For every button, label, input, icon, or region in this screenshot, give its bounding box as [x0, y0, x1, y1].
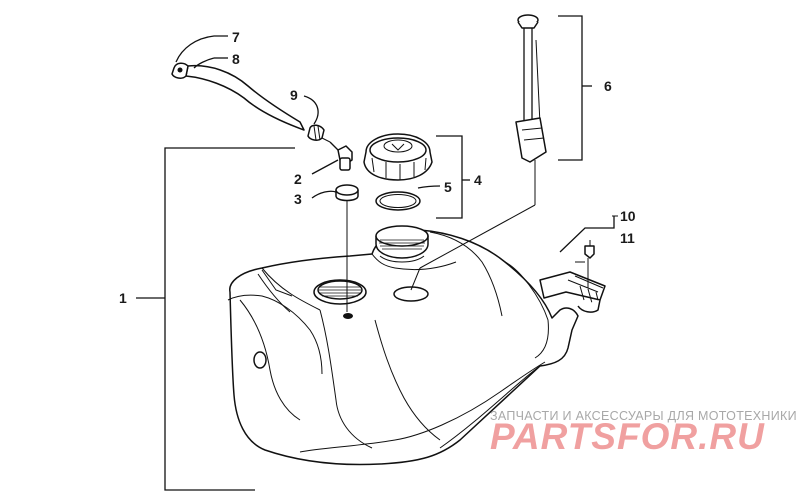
callout-6: 6 — [604, 78, 612, 94]
rivet — [584, 240, 595, 259]
watermark-caption: ЗАПЧАСТИ И АКСЕССУАРЫ ДЛЯ МОТОТЕХНИКИ — [490, 409, 797, 423]
elbow-fitting — [329, 141, 353, 171]
watermark-logo: PARTSFOR.RU — [490, 416, 765, 457]
callout-3: 3 — [294, 191, 302, 207]
callout-9: 9 — [290, 87, 298, 103]
callout-leaders — [175, 35, 441, 199]
assembly-lines — [346, 160, 589, 312]
callout-11: 11 — [620, 230, 635, 246]
callout-8: 8 — [232, 51, 240, 67]
hose-clip — [171, 62, 189, 79]
sender-port — [393, 286, 429, 302]
watermark: ЗАПЧАСТИ И АКСЕССУАРЫ ДЛЯ МОТОТЕХНИКИ PA… — [490, 409, 797, 457]
fuel-tank — [227, 225, 606, 466]
right-filler-neck — [375, 225, 429, 263]
callout-5: 5 — [444, 179, 452, 195]
fuel-cap — [363, 133, 433, 181]
callout-labels: 1 2 3 4 5 6 7 8 9 10 11 — [119, 29, 636, 306]
leader-bracket-10 — [559, 215, 618, 253]
leader-bracket-6 — [558, 15, 592, 161]
leader-bracket-4 — [436, 135, 470, 219]
cap-gasket — [375, 191, 421, 211]
grommet — [335, 184, 359, 202]
fuel-gauge-sender — [515, 14, 547, 163]
leader-bracket-1 — [136, 147, 295, 491]
hose-clamp — [307, 124, 331, 143]
tank-bracket — [539, 271, 606, 313]
vent-hose — [185, 64, 305, 131]
callout-10: 10 — [620, 208, 636, 224]
callout-2: 2 — [294, 171, 302, 187]
callout-4: 4 — [474, 172, 482, 188]
callout-7: 7 — [232, 29, 240, 45]
callout-1: 1 — [119, 290, 127, 306]
left-filler-neck — [313, 279, 367, 319]
